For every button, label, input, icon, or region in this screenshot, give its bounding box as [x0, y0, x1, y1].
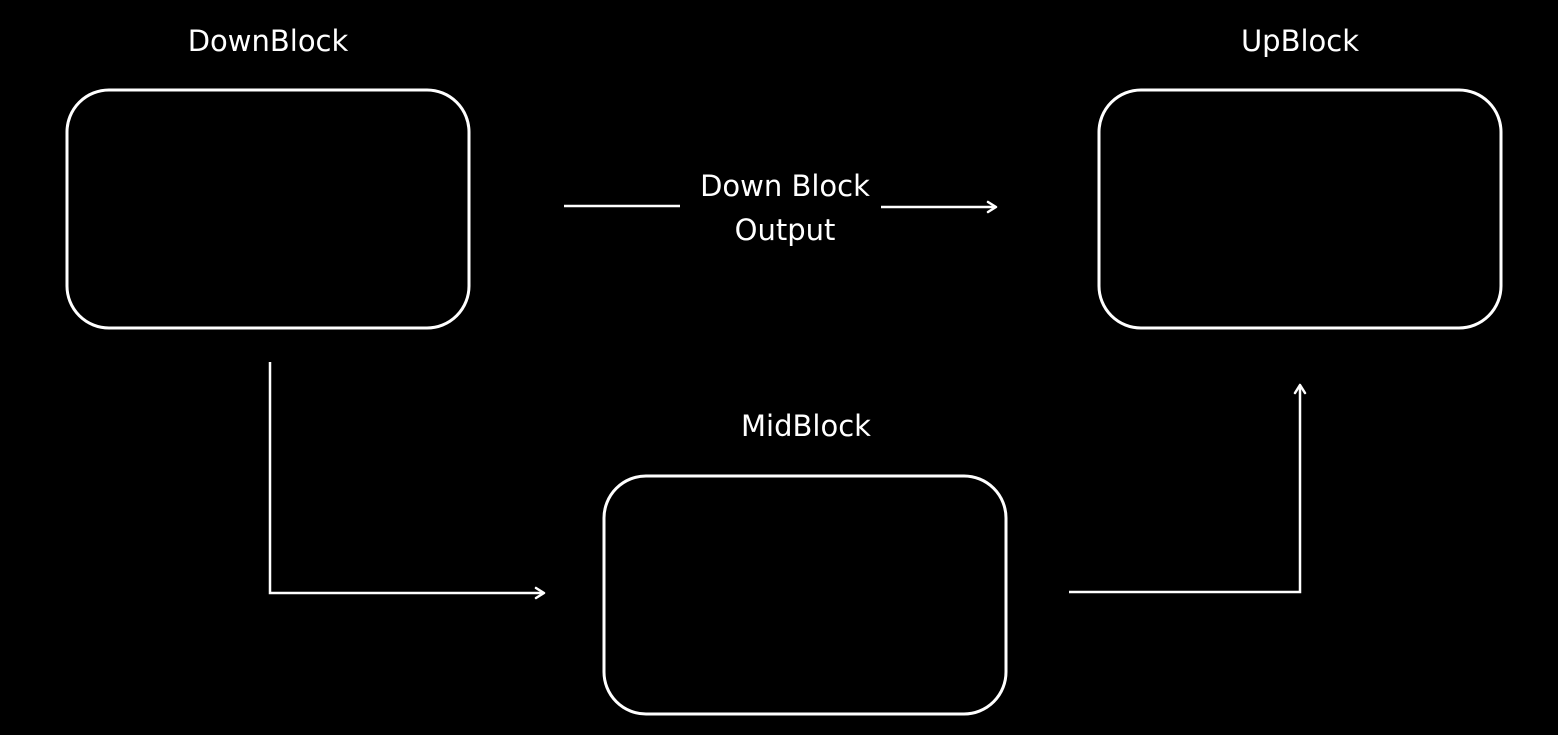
- down-block-label: DownBlock: [187, 24, 349, 58]
- up-block-label: UpBlock: [1240, 24, 1360, 58]
- mid-to-up-line: [1069, 386, 1302, 594]
- mid-to-up-arrowhead: [1293, 383, 1307, 395]
- skip-connection-label-line1: Down Block: [700, 169, 870, 203]
- skip-connection-arrowhead: [986, 200, 998, 214]
- down-block-box: [65, 88, 471, 330]
- skip-connection-label: Down Block Output: [700, 164, 870, 252]
- mid-to-up-arrow: [1069, 383, 1307, 594]
- down-to-mid-line: [268, 362, 543, 595]
- skip-connection-arrow: [564, 200, 998, 214]
- mid-block-box: [602, 474, 1008, 716]
- mid-block-label: MidBlock: [741, 409, 871, 443]
- down-to-mid-arrow: [268, 362, 546, 600]
- skip-connection-label-line2: Output: [734, 213, 836, 247]
- up-block-box: [1097, 88, 1503, 330]
- down-to-mid-arrowhead: [534, 586, 546, 600]
